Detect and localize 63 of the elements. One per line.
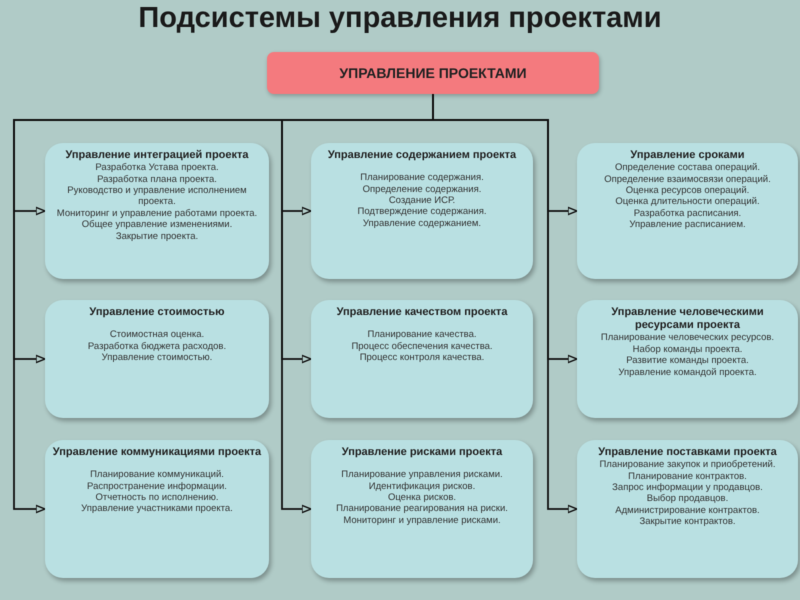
process-item: Управление командой проекта. [618,366,757,378]
process-item: Мониторинг и управление работами проекта. [56,208,258,220]
process-item: Администрирование контрактов. [615,504,760,516]
process-item: Закрытие проекта. [116,230,198,242]
card-heading: Управление качеством проекта [336,306,508,320]
card-heading: Управление рисками проекта [342,446,502,460]
process-item: Отчетность по исполнению. [96,492,218,504]
process-item: Стоимостная оценка. [110,329,204,341]
process-item: Планирование качества. [367,329,477,341]
process-item: Распространение информации. [87,480,227,492]
process-item: Управление содержанием. [362,218,482,230]
process-item: Разработка Устава проекта. [95,162,219,174]
process-item: Набор команды проекта. [632,344,742,356]
process-item: Развитие команды проекта. [626,355,749,367]
title: Подсистемы управления проектами [137,2,663,35]
process-item: Планирование закупок и приобретений. [599,459,776,471]
process-item: Закрытие контрактов. [639,516,736,528]
process-item: Планирование контрактов. [628,470,747,482]
process-item: Определение состава операций. [615,162,760,174]
process-card [577,300,798,418]
process-card [577,440,798,578]
process-item: Мониторинг и управление рисками. [343,514,501,526]
process-item: Управление расписанием. [629,219,746,231]
card-heading: Управление стоимостью [89,306,225,320]
process-item: Оценка рисков. [388,492,456,504]
process-card [577,143,798,279]
process-card [311,143,533,279]
process-item: Запрос информации у продавцов. [612,482,763,494]
process-item: Разработка расписания. [634,208,742,220]
card-heading: Управление содержанием проекта [328,149,516,162]
process-item: Определение взаимосвязи операций. [604,174,771,185]
process-item: Процесс обеспечения качества. [351,340,493,352]
card-heading: Управление человеческими ресурсами проекта [610,306,765,332]
process-item: Общее управление изменениями. [82,219,232,231]
card-heading: Управление коммуникациями проекта [52,446,262,460]
process-item: Оценка длительности операций. [615,196,760,208]
process-card [311,440,533,578]
process-card [45,300,269,418]
process-item: Процесс контроля качества. [360,352,484,364]
process-item: Выбор продавцов. [646,493,728,505]
process-item: Оценка ресурсов операций. [626,184,750,196]
process-item: Определение содержания. [362,184,482,195]
root-box [267,52,599,94]
process-item: Создание ИСР. [388,194,456,206]
card-heading: Управление поставками проекта [598,446,777,460]
process-item: Планирование реагирования на риски. [336,503,508,515]
process-item: Идентификация рисков. [368,480,476,492]
process-item: Управление стоимостью. [102,352,212,364]
process-card [45,440,269,578]
process-item: Подтверждение содержания. [358,206,486,218]
process-item: Планирование управления рисками. [341,469,503,481]
process-card [311,300,533,418]
process-card [45,143,269,279]
process-item: Разработка бюджета расходов. [88,340,226,352]
process-item: Планирование содержания. [360,172,484,184]
process-item: Планирование коммуникаций. [90,469,224,481]
card-heading: Управление сроками [630,149,745,162]
process-item: Руководство и управление исполнением проекта. [66,184,248,208]
process-item: Планирование человеческих ресурсов. [600,332,774,344]
card-heading: Управление интеграцией проекта [65,149,249,162]
process-item: Управление участниками проекта. [81,503,233,515]
process-item: Разработка плана проекта. [97,174,217,185]
root-heading: УПРАВЛЕНИЕ ПРОЕКТАМИ [339,65,527,81]
